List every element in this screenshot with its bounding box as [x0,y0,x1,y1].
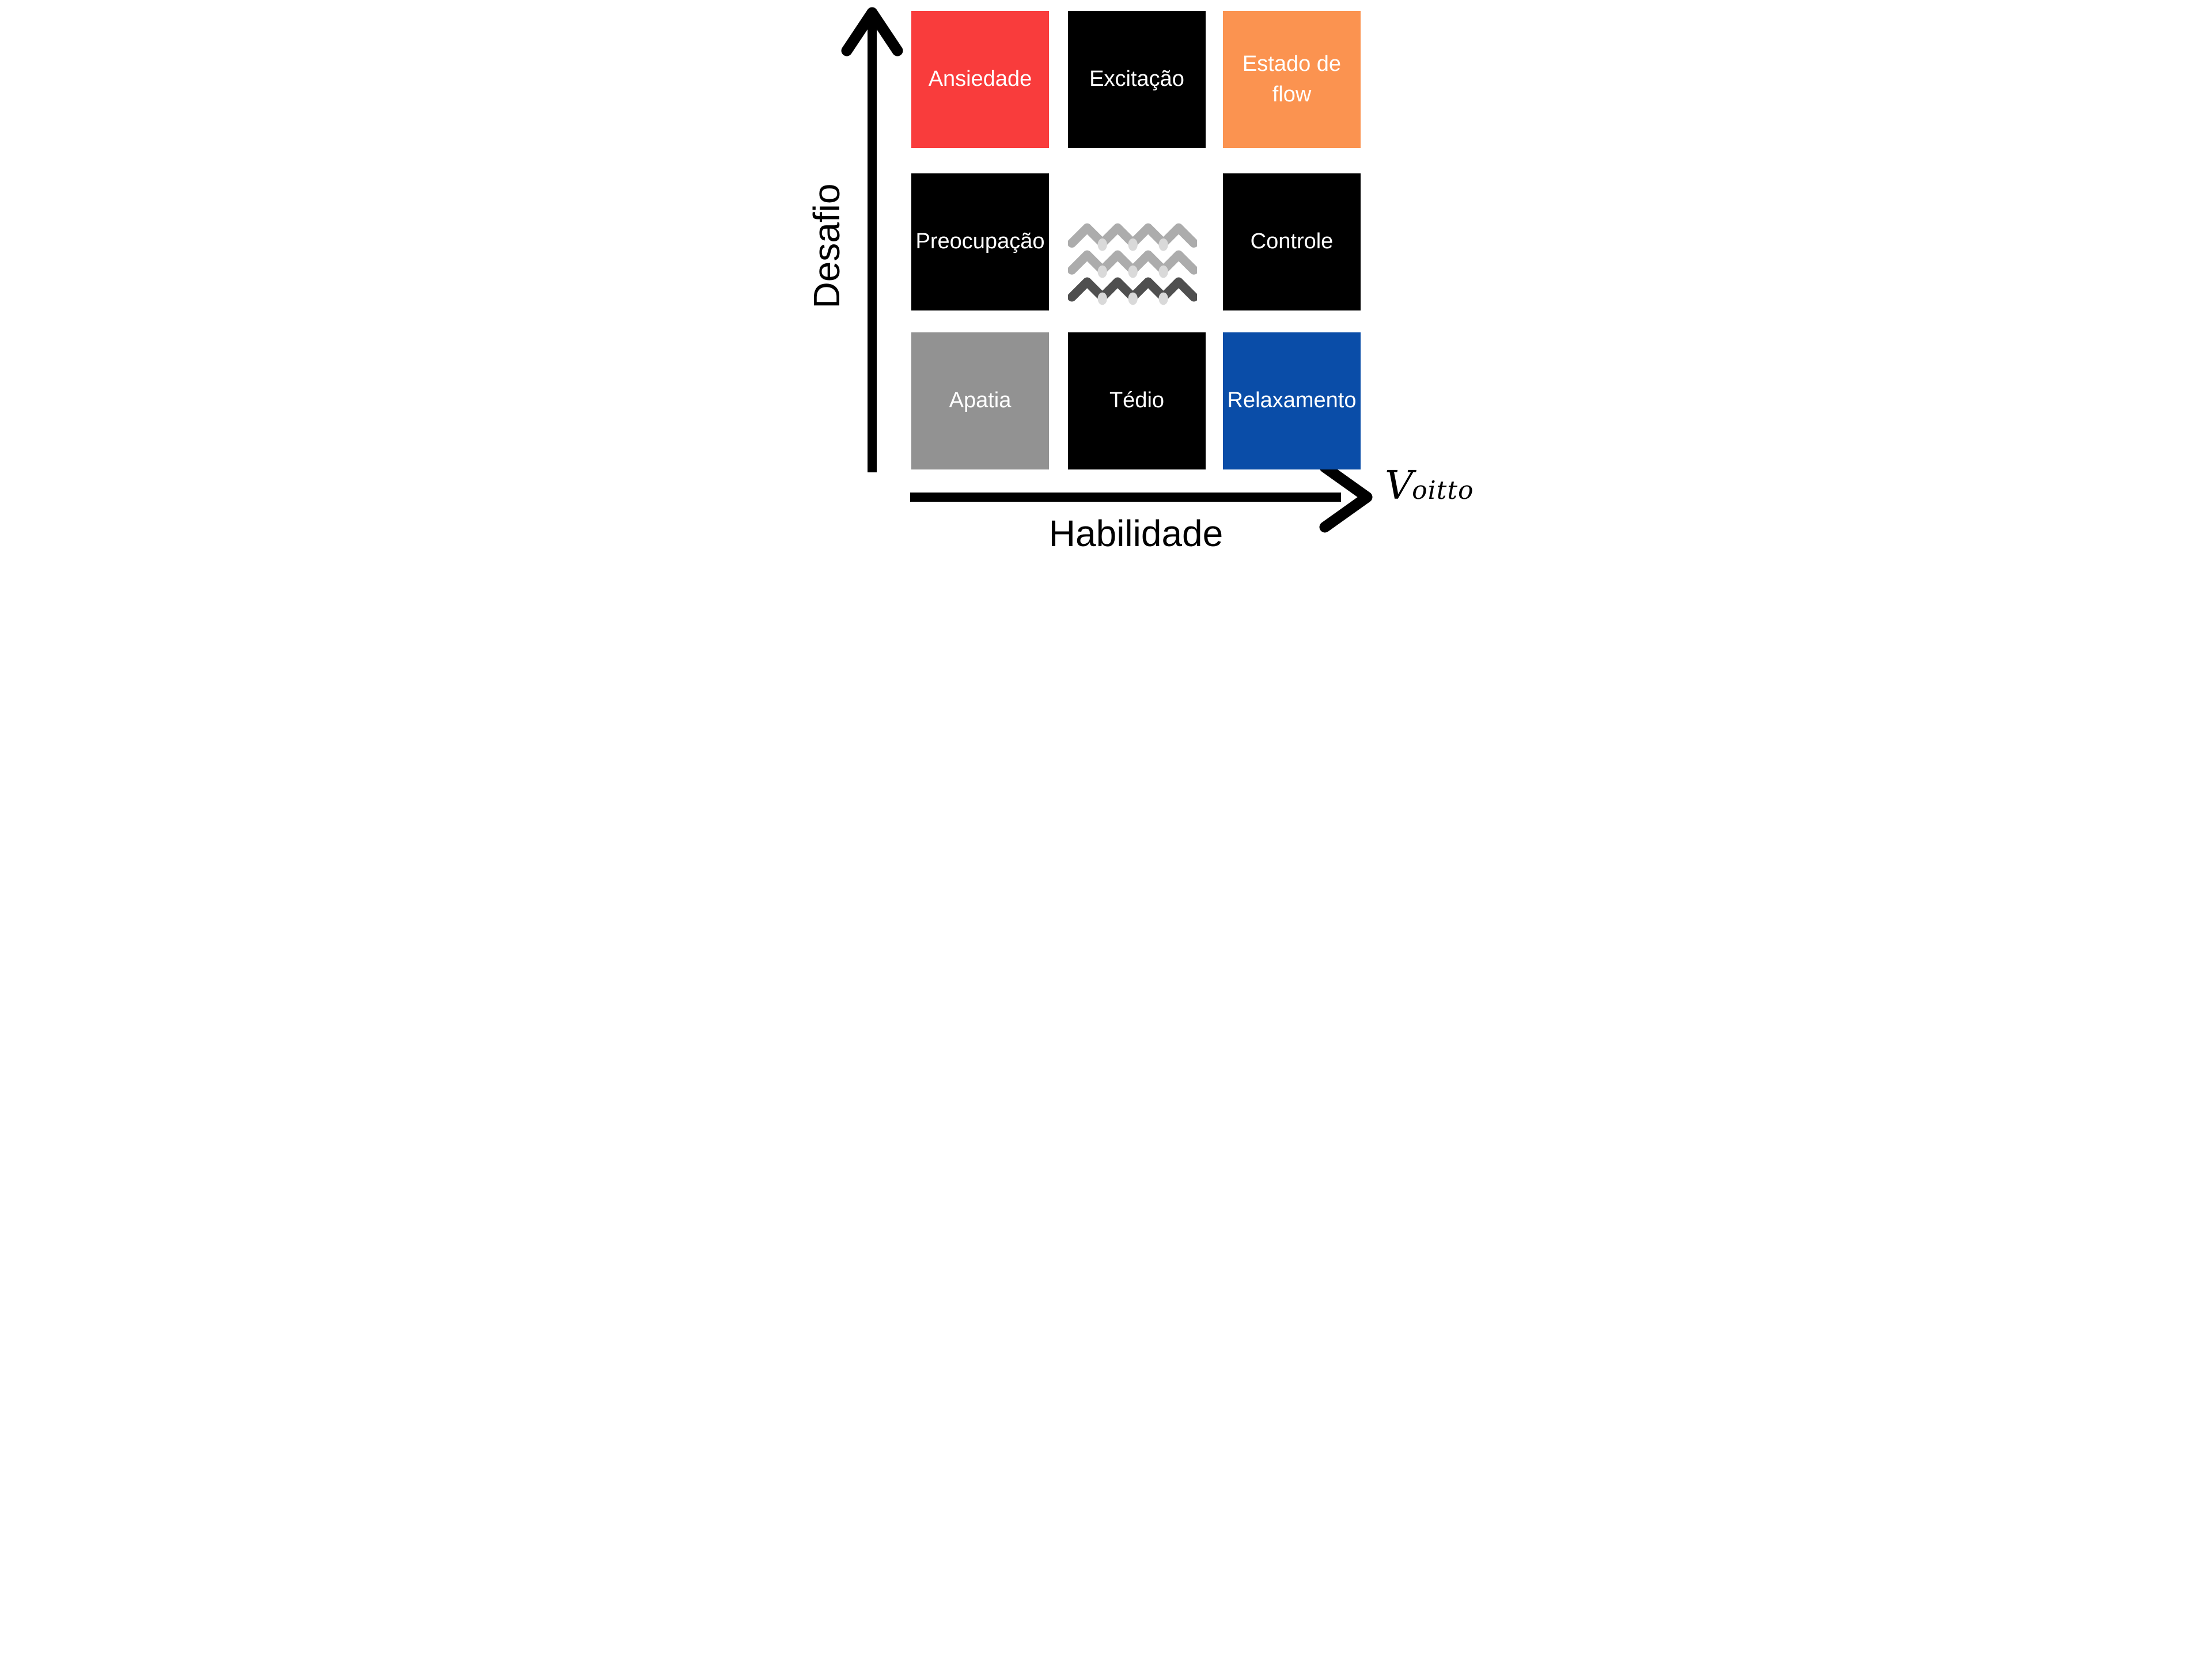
cell-tedio: Tédio [1068,332,1206,469]
flow-waves-icon [1068,223,1197,305]
wave-line-2 [1068,250,1197,275]
wave-line-1 [1068,223,1197,248]
cell-excitacao: Excitação [1068,11,1206,148]
x-axis-label: Habilidade [1048,513,1224,553]
voitto-logo-initial: V [1385,463,1413,509]
voitto-logo-text: oitto [1412,476,1474,505]
voitto-logo: Voitto [1385,467,1474,506]
cell-apatia: Apatia [911,332,1049,469]
cell-relaxamento: Relaxamento [1223,332,1361,469]
x-axis-arrowhead-icon [1319,461,1373,533]
wave-line-3 [1068,277,1197,302]
cell-controle: Controle [1223,173,1361,310]
cell-estado-de-flow: Estado de flow [1223,11,1361,148]
wave-dots [1097,238,1168,305]
y-axis-label: Desafio [806,183,847,309]
cell-preocupacao: Preocupação [911,173,1049,310]
y-axis-arrowhead-icon [841,7,903,56]
flow-matrix-diagram: Desafio Habilidade Ansiedade Excitação E… [737,0,1475,553]
cell-ansiedade: Ansiedade [911,11,1049,148]
y-axis-arrow [841,7,903,472]
